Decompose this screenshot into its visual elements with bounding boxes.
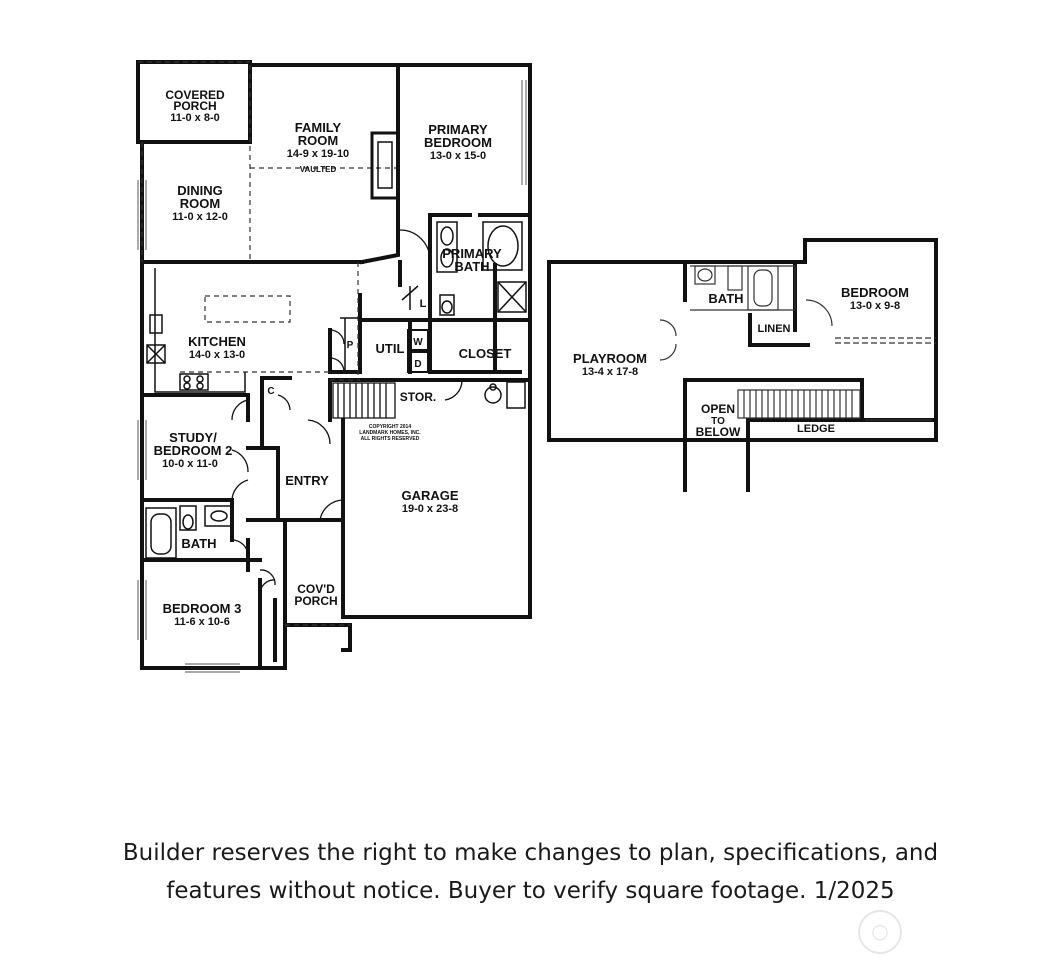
upper-floor-thin-lines	[659, 265, 936, 421]
covd-porch-label-2: PORCH	[294, 594, 337, 608]
primary-bedroom-label-1: PRIMARY	[428, 122, 488, 137]
main-floor-dashed-lines	[138, 61, 398, 626]
closet-label: CLOSET	[459, 346, 512, 361]
garage-fixtures	[484, 381, 526, 409]
washer-mark: W	[413, 337, 423, 348]
primary-bath-label-2: BATH	[454, 259, 489, 274]
entry-label: ENTRY	[285, 473, 329, 488]
garage-dims: 19-0 x 23-8	[402, 503, 458, 515]
bath-fixtures	[145, 505, 234, 559]
covd-porch-label-1: COV'D	[297, 582, 335, 596]
main-stairs	[332, 382, 396, 419]
bedroom-dims: 13-0 x 9-8	[850, 300, 900, 312]
windows	[137, 80, 527, 673]
bedroom-label: BEDROOM	[841, 285, 909, 300]
copyright-line-1: COPYRIGHT 2014	[369, 424, 411, 430]
covered-porch-label-1: COVERED	[165, 88, 225, 102]
dining-room-dims: 11-0 x 12-0	[172, 211, 228, 223]
util-label: UTIL	[376, 341, 405, 356]
linen-label: LINEN	[758, 323, 791, 335]
room-labels: COVERED PORCH 11-0 x 8-0 FAMILY ROOM 14-…	[154, 88, 909, 628]
copyright-line-3: ALL RIGHTS RESERVED	[361, 436, 420, 442]
ledge-label: LEDGE	[797, 423, 835, 435]
door-swings	[231, 229, 463, 595]
primary-bath-fixtures	[436, 221, 527, 316]
kitchen-label: KITCHEN	[188, 334, 246, 349]
util-fixtures	[401, 285, 429, 373]
study-label-2: BEDROOM 2	[154, 443, 233, 458]
study-dims: 10-0 x 11-0	[162, 458, 218, 470]
open-below-line-2: TO	[711, 416, 725, 427]
family-room-note: VAULTED	[300, 165, 337, 174]
pantry-mark: P	[347, 340, 354, 351]
bedroom3-dims: 11-6 x 10-6	[174, 616, 230, 628]
stor-label: STOR.	[400, 390, 436, 404]
family-room-dims: 14-9 x 19-10	[287, 148, 349, 160]
primary-bath-label-1: PRIMARY	[442, 246, 502, 261]
open-below-line-1: OPEN	[701, 402, 735, 416]
primary-bedroom-label-2: BEDROOM	[424, 135, 492, 150]
dining-room-label-1: DINING	[177, 183, 223, 198]
closet-c-mark: C	[267, 386, 274, 397]
main-floor-walls	[136, 60, 532, 670]
kitchen-dims: 14-0 x 13-0	[189, 349, 245, 361]
linen-l-mark: L	[420, 298, 427, 310]
disclaimer-line-2: features without notice. Buyer to verify…	[166, 878, 895, 904]
copyright-line-2: LANDMARK HOMES, INC.	[359, 430, 421, 436]
family-room-label-2: ROOM	[298, 133, 338, 148]
upper-bath-label: BATH	[708, 291, 743, 306]
playroom-dims: 13-4 x 17-8	[582, 366, 638, 378]
bath-label: BATH	[181, 536, 216, 551]
study-label-1: STUDY/	[169, 430, 217, 445]
garage-label: GARAGE	[401, 488, 458, 503]
covered-porch-dims: 11-0 x 8-0	[170, 112, 220, 124]
dryer-mark: D	[414, 359, 421, 370]
family-room-label-1: FAMILY	[295, 120, 342, 135]
fireplace	[370, 131, 400, 200]
primary-bedroom-dims: 13-0 x 15-0	[430, 150, 486, 162]
kitchen-fixtures	[146, 268, 360, 393]
disclaimer-line-1: Builder reserves the right to make chang…	[122, 840, 939, 866]
dining-room-label-2: ROOM	[180, 196, 220, 211]
open-below-line-3: BELOW	[696, 425, 741, 439]
circle-logo-icon: ○	[858, 910, 902, 954]
covered-porch-label-2: PORCH	[173, 99, 216, 113]
playroom-label: PLAYROOM	[573, 351, 647, 366]
bedroom3-label: BEDROOM 3	[163, 601, 242, 616]
